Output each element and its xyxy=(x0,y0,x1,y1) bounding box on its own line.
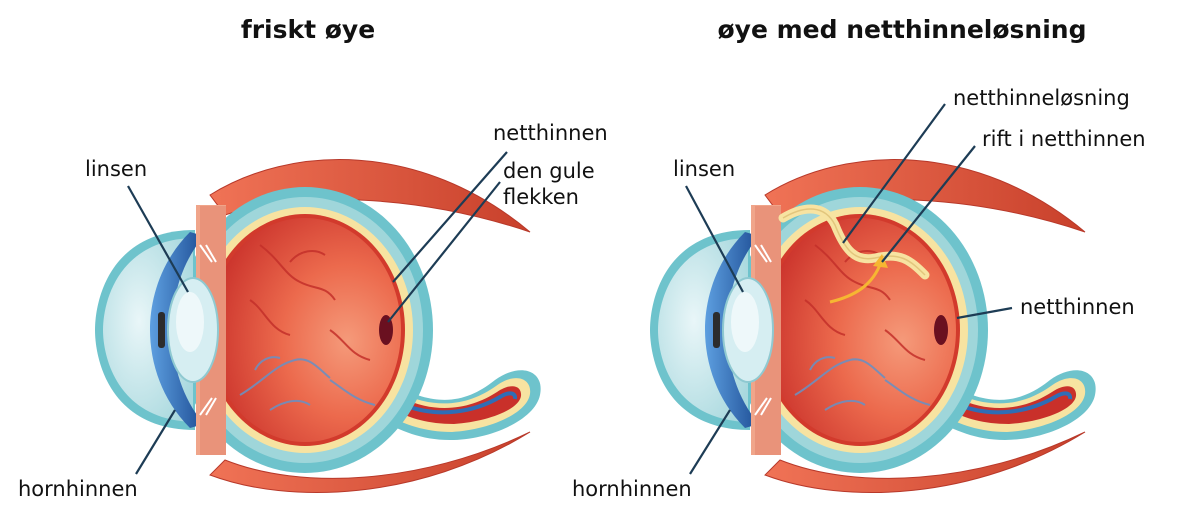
panel-detached-eye: øye med netthinneløsning linsen hornhinn… xyxy=(572,15,1146,501)
eye-illustration-healthy xyxy=(93,157,543,495)
leader-macula xyxy=(387,181,501,323)
leader-lens-2 xyxy=(685,185,744,293)
panel-title-healthy: friskt øye xyxy=(241,15,375,44)
leader-lens xyxy=(127,185,189,293)
label-detachment: netthinneløsning xyxy=(953,86,1130,110)
eye-illustration-detached xyxy=(648,157,1098,495)
leader-tear xyxy=(881,145,976,263)
macula-spot xyxy=(934,315,948,345)
macula-spot xyxy=(379,315,393,345)
label-macula-line1: den gule xyxy=(503,159,595,183)
label-lens: linsen xyxy=(85,157,147,181)
label-lens-2: linsen xyxy=(673,157,735,181)
tear-arrow xyxy=(829,261,883,304)
leader-retina xyxy=(392,151,508,283)
label-retina: netthinnen xyxy=(493,121,608,145)
leader-detachment xyxy=(842,103,946,244)
leader-cornea xyxy=(135,409,176,475)
label-macula-line2: flekken xyxy=(503,185,579,209)
label-cornea: hornhinnen xyxy=(18,477,138,501)
label-tear: rift i netthinnen xyxy=(982,127,1146,151)
leader-cornea-2 xyxy=(689,409,731,475)
label-cornea-2: hornhinnen xyxy=(572,477,692,501)
panel-healthy-eye: friskt øye linsen hornhinnen netthinnen … xyxy=(18,15,608,501)
label-retina-2: netthinnen xyxy=(1020,295,1135,319)
leader-retina-2 xyxy=(956,306,1013,320)
panel-title-detached: øye med netthinneløsning xyxy=(718,15,1087,44)
